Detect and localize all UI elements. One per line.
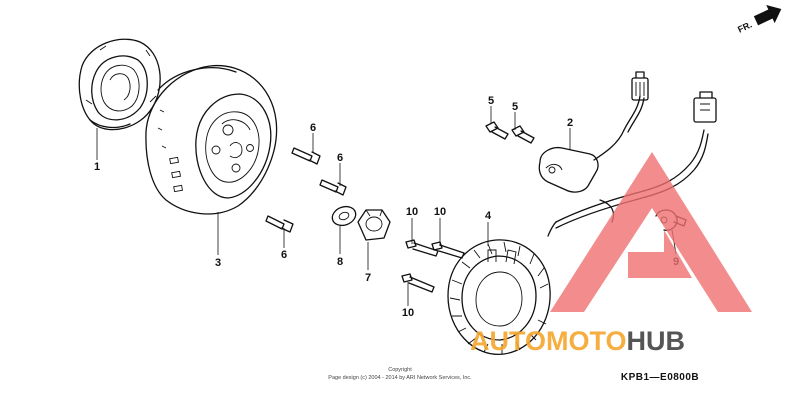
bolt-5-left xyxy=(485,121,509,140)
callout-8: 8 xyxy=(337,256,343,268)
callout-7: 7 xyxy=(365,272,371,284)
watermark-text: AUTOMOTOHUB xyxy=(470,326,685,356)
callout-10-left: 10 xyxy=(406,206,418,218)
callout-6-middle: 6 xyxy=(337,152,343,164)
bolt-10-lower xyxy=(401,273,435,293)
callout-5-left: 5 xyxy=(488,95,494,107)
leader-lines xyxy=(96,106,677,306)
copyright-notice: Page design (c) 2004 - 2014 by ARI Netwo… xyxy=(328,375,472,381)
copyright-label: Copyright xyxy=(388,367,412,373)
part-4-stator xyxy=(447,239,551,355)
bolt-5-right xyxy=(511,125,535,144)
connector-left xyxy=(631,71,649,101)
direction-label: FR. xyxy=(736,19,753,34)
callout-3: 3 xyxy=(215,257,221,269)
part-8-washer xyxy=(331,205,357,227)
bolt-6-upper xyxy=(291,147,321,165)
callout-1: 1 xyxy=(94,161,100,173)
front-direction-indicator: FR. xyxy=(736,4,782,35)
diagram-code: KPB1—E0800B xyxy=(621,372,699,383)
callout-10-lower: 10 xyxy=(402,307,414,319)
callout-10-right: 10 xyxy=(434,206,446,218)
watermark-logo: AUTOMOTOHUB xyxy=(470,152,752,356)
part-3-flywheel xyxy=(145,64,278,215)
bolt-6-middle xyxy=(319,179,347,196)
part-2-pulse-generator xyxy=(538,129,625,193)
bolt-6-lower xyxy=(265,215,294,233)
watermark-triangle-icon xyxy=(550,152,752,312)
callout-2: 2 xyxy=(567,117,573,129)
callout-6-upper: 6 xyxy=(310,122,316,134)
callout-4: 4 xyxy=(485,210,492,222)
part-1-starter-clutch xyxy=(78,38,161,131)
callout-5-right: 5 xyxy=(512,101,518,113)
callout-6-lower: 6 xyxy=(281,249,287,261)
connector-right xyxy=(693,91,717,123)
arrow-right-icon xyxy=(753,4,782,26)
part-7-nut xyxy=(357,209,391,241)
bolt-10-left xyxy=(405,239,439,257)
